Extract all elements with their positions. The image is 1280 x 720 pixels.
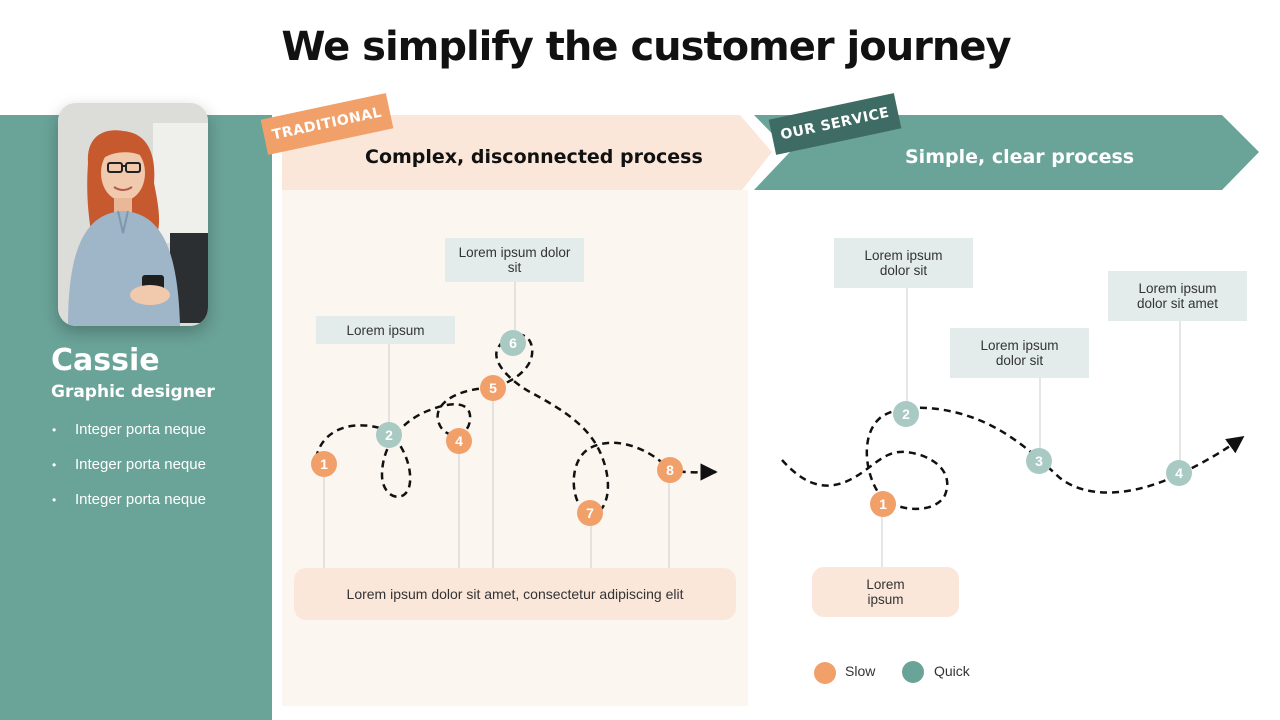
- profile-name: Cassie: [51, 343, 160, 378]
- service-label-box: Lorem ipsum dolor sit amet: [1108, 271, 1247, 321]
- service-label-box: Lorem ipsum dolor sit: [834, 238, 973, 288]
- legend-quick-label: Quick: [934, 663, 970, 679]
- service-path: [781, 406, 1245, 511]
- step-number: 4: [455, 433, 463, 449]
- service-banner: [754, 115, 1259, 190]
- step-number: 4: [1175, 465, 1183, 481]
- traditional-label-box: Lorem ipsum dolor sit: [445, 238, 584, 282]
- profile-bullet-list: Integer porta neque Integer porta neque …: [52, 420, 206, 525]
- traditional-step-markers: [311, 330, 683, 526]
- step-number: 7: [586, 505, 594, 521]
- step-number: 8: [666, 462, 674, 478]
- traditional-path: [314, 333, 718, 516]
- step-marker-slow: [870, 491, 896, 517]
- profile-photo: [58, 103, 208, 326]
- step-number: 1: [879, 496, 887, 512]
- page-title: We simplify the customer journey: [281, 24, 1011, 70]
- traditional-banner: [282, 115, 772, 190]
- traditional-label-box: Lorem ipsum: [316, 316, 455, 344]
- legend-quick-swatch: [902, 661, 924, 683]
- legend-slow-label: Slow: [845, 663, 876, 679]
- legend-slow-swatch: [814, 662, 836, 684]
- profile-role: Graphic designer: [51, 382, 215, 402]
- connector-lines: [323, 282, 1181, 568]
- service-bottom-box: Lorem ipsum: [812, 567, 959, 617]
- service-step-markers: [870, 401, 1192, 517]
- step-number: 6: [509, 335, 517, 351]
- profile-bullet: Integer porta neque: [52, 490, 206, 525]
- step-marker-quick: [376, 422, 402, 448]
- service-label-box: Lorem ipsum dolor sit: [950, 328, 1089, 378]
- step-marker-slow: [480, 375, 506, 401]
- step-marker-quick: [500, 330, 526, 356]
- service-step-numbers: 1 2 3 4: [879, 406, 1183, 512]
- step-marker-slow: [657, 457, 683, 483]
- step-number: 2: [385, 427, 393, 443]
- service-heading: Simple, clear process: [905, 146, 1135, 168]
- step-marker-quick: [893, 401, 919, 427]
- step-number: 2: [902, 406, 910, 422]
- traditional-bottom-box: Lorem ipsum dolor sit amet, consectetur …: [294, 568, 736, 620]
- person-illustration: [58, 103, 208, 326]
- step-marker-slow: [446, 428, 472, 454]
- step-marker-quick: [1166, 460, 1192, 486]
- profile-bullet: Integer porta neque: [52, 420, 206, 455]
- step-number: 5: [489, 380, 497, 396]
- traditional-heading: Complex, disconnected process: [365, 146, 703, 168]
- step-number: 3: [1035, 453, 1043, 469]
- step-number: 1: [320, 456, 328, 472]
- step-marker-slow: [311, 451, 337, 477]
- step-marker-quick: [1026, 448, 1052, 474]
- traditional-step-numbers: 1 2 4 5 6 7 8: [320, 335, 674, 521]
- step-marker-slow: [577, 500, 603, 526]
- profile-bullet: Integer porta neque: [52, 455, 206, 490]
